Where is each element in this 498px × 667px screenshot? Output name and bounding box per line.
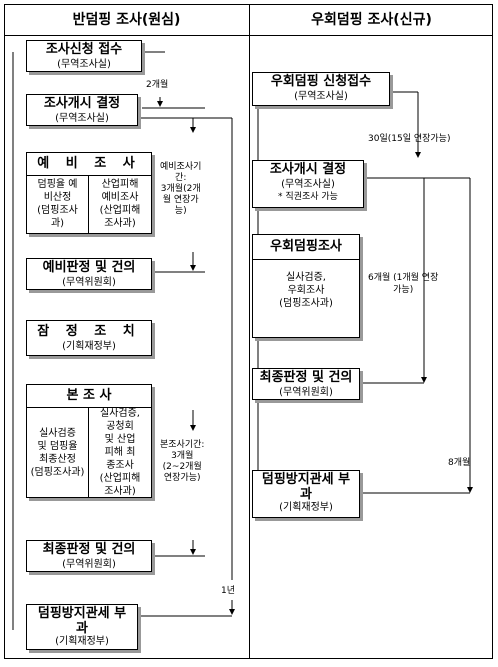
left-prelim-period-label: 예비조사기 간: 3개월(2개 월 연장가 능) — [160, 162, 202, 216]
right-circumvention-line-3: (덤핑조사과) — [279, 298, 333, 309]
left-step-provisional-measures: 잠 정 조 치 (기획재정부) — [26, 320, 152, 356]
left-step-application-dept: (무역조사실) — [57, 59, 111, 70]
left-main-dumping-col: 실사검증 및 덤핑율 최종산정 (덤핑조사과) — [27, 407, 89, 497]
right-step-final-determination: 최종판정 및 건의 (무역위원회) — [252, 368, 360, 400]
column-divider — [249, 4, 250, 659]
right-step-circumvention-investigation: 우회덤핑조사 실사검증, 우회조사 (덤핑조사과) — [252, 234, 360, 338]
right-gap-label: 30일(15일 연장가능) — [368, 134, 451, 144]
right-application-dept: (무역조사실) — [294, 91, 348, 102]
left-total-label: 1년 — [221, 586, 236, 596]
left-provisional-dept: (기획재정부) — [62, 341, 116, 352]
right-initiation-note: * 직권조사 가능 — [278, 192, 338, 202]
right-total-label: 8개월 — [448, 458, 471, 468]
left-step-initiation-title: 조사개시 결정 — [43, 96, 121, 111]
left-step-main-investigation: 본 조 사 실사검증 및 덤핑율 최종산정 (덤핑조사과) 실사검증, 공청회 … — [26, 384, 152, 498]
right-duty-dept: (기획재정부) — [279, 502, 333, 513]
left-duty-title-2: 과 — [76, 621, 88, 636]
left-step-preliminary-determination: 예비판정 및 건의 (무역위원회) — [26, 258, 152, 290]
right-step-application: 우회덤핑 신청접수 (무역조사실) — [252, 72, 390, 106]
left-column-header: 반덤핑 조사(원심) — [4, 4, 250, 36]
left-final-title: 최종판정 및 건의 — [42, 542, 136, 557]
left-prelim-dumping-col: 덤핑율 예 비산정 (덤핑조사 과) — [27, 175, 89, 233]
left-prelim-title: 예 비 조 사 — [37, 156, 141, 171]
right-application-title: 우회덤핑 신청접수 — [270, 74, 372, 89]
left-prelim-determination-dept: (무역위원회) — [62, 277, 116, 288]
right-initiation-dept: (무역조사실) — [281, 179, 335, 190]
right-circumvention-line-1: 실사검증, — [286, 272, 326, 283]
left-main-period-label: 본조사기간: 3개월 (2~2개월 연장가능) — [160, 440, 205, 483]
left-provisional-title: 잠 정 조 치 — [37, 324, 141, 339]
right-initiation-title: 조사개시 결정 — [269, 162, 347, 177]
left-main-injury-col: 실사검증, 공청회 및 산업 피해 최 종조사 (산업피해 조사과) — [99, 408, 141, 497]
left-duty-dept: (기획재정부) — [55, 636, 109, 647]
right-step-initiation: 조사개시 결정 (무역조사실) * 직권조사 가능 — [252, 160, 364, 208]
right-duty-title-2: 과 — [300, 487, 312, 502]
left-prelim-determination-title: 예비판정 및 건의 — [42, 260, 136, 275]
right-period-label: 6개월 (1개월 연장 가능) — [368, 273, 439, 295]
left-prelim-injury-col: 산업피해 예비조사 (산업피해 조사과) — [99, 179, 141, 229]
right-final-dept: (무역위원회) — [279, 387, 333, 398]
left-step-application-title: 조사신청 접수 — [45, 42, 123, 57]
left-step-initiation-dept: (무역조사실) — [55, 113, 109, 124]
left-step-preliminary-investigation: 예 비 조 사 덤핑율 예 비산정 (덤핑조사 과) 산업피해 예비조사 (산업… — [26, 152, 152, 234]
left-step-final-determination: 최종판정 및 건의 (무역위원회) — [26, 540, 152, 572]
left-main-title: 본 조 사 — [66, 388, 112, 403]
left-step-duty-imposition: 덤핑방지관세 부 과 (기획재정부) — [26, 604, 138, 650]
left-duty-title: 덤핑방지관세 부 — [37, 606, 127, 621]
right-final-title: 최종판정 및 건의 — [259, 370, 353, 385]
left-step-initiation: 조사개시 결정 (무역조사실) — [26, 94, 138, 126]
left-step-application: 조사신청 접수 (무역조사실) — [26, 40, 142, 72]
right-step-duty-imposition: 덤핑방지관세 부 과 (기획재정부) — [252, 470, 360, 518]
right-column-header: 우회덤핑 조사(신규) — [250, 4, 493, 36]
right-duty-title: 덤핑방지관세 부 — [261, 472, 351, 487]
right-circumvention-line-2: 우회조사 — [287, 285, 325, 296]
right-circumvention-title: 우회덤핑조사 — [270, 239, 342, 254]
left-final-dept: (무역위원회) — [62, 559, 116, 570]
diagram-frame — [4, 4, 493, 659]
left-gap-label: 2개월 — [146, 80, 169, 90]
